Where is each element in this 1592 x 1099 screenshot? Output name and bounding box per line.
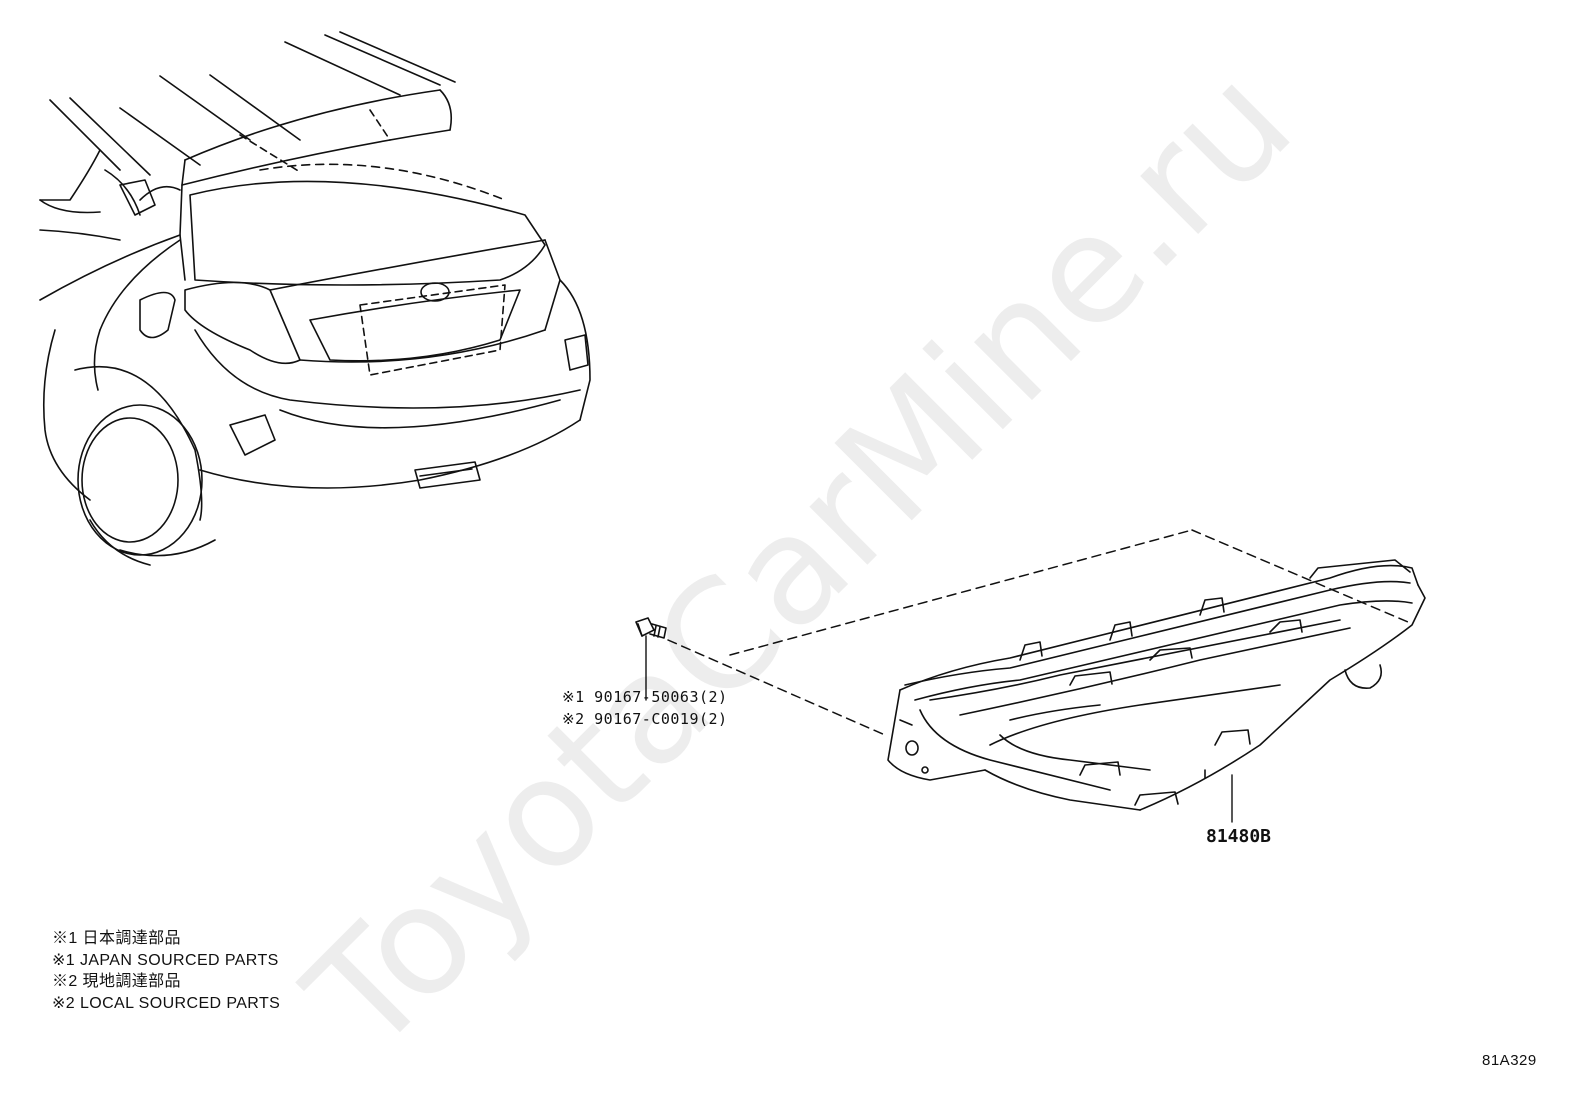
vehicle-rear-illustration [39,31,591,566]
legend-item-local-en: ※2 LOCAL SOURCED PARTS [52,994,281,1012]
bolt-part-number-local: ※2 90167-C0019(2) [562,710,728,728]
backup-lamp-assembly [887,559,1426,823]
legend-item-local-jp: ※2 現地調達部品 [52,973,181,990]
lamp-part-number: 81480B [1206,826,1272,847]
bolt-fastener [635,617,667,701]
legend-item-japan-jp: ※1 日本調達部品 [52,930,181,947]
bolt-part-number-japan: ※1 90167-50063(2) [562,688,728,706]
sourcing-legend: ※1 日本調達部品 ※1 JAPAN SOURCED PARTS ※2 現地調達… [52,928,280,1014]
diagram-reference-code: 81A329 [1482,1052,1537,1069]
legend-item-japan-en: ※1 JAPAN SOURCED PARTS [52,951,279,969]
assembly-leader-lines [667,529,1409,736]
